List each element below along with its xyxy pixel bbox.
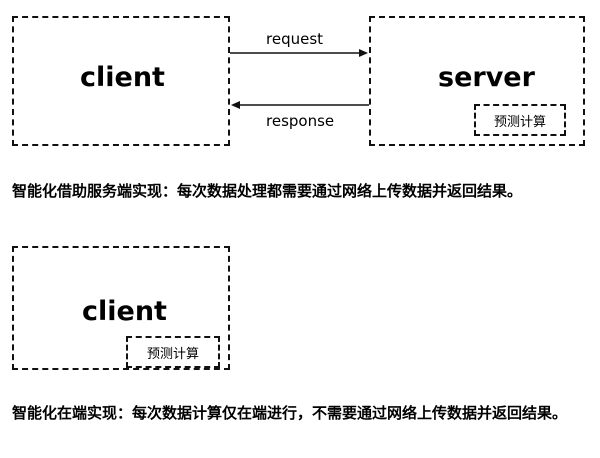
request-label: request [266,30,324,48]
client-label-bottom: client [82,296,167,327]
client-predict-module: 预测计算 [126,336,220,368]
server-box [369,16,585,146]
server-label: server [438,62,535,93]
response-label: response [266,112,335,130]
server-predict-module: 预测计算 [474,104,566,136]
caption-client-side: 智能化在端实现：每次数据计算仅在端进行，不需要通过网络上传数据并返回结果。 [12,404,568,422]
client-box-bottom [12,246,230,370]
request-arrowhead [359,49,368,57]
client-box-top [12,16,230,146]
client-label-top: client [80,62,165,93]
caption-server-side: 智能化借助服务端实现：每次数据处理都需要通过网络上传数据并返回结果。 [12,182,523,200]
response-arrowhead [231,101,240,109]
